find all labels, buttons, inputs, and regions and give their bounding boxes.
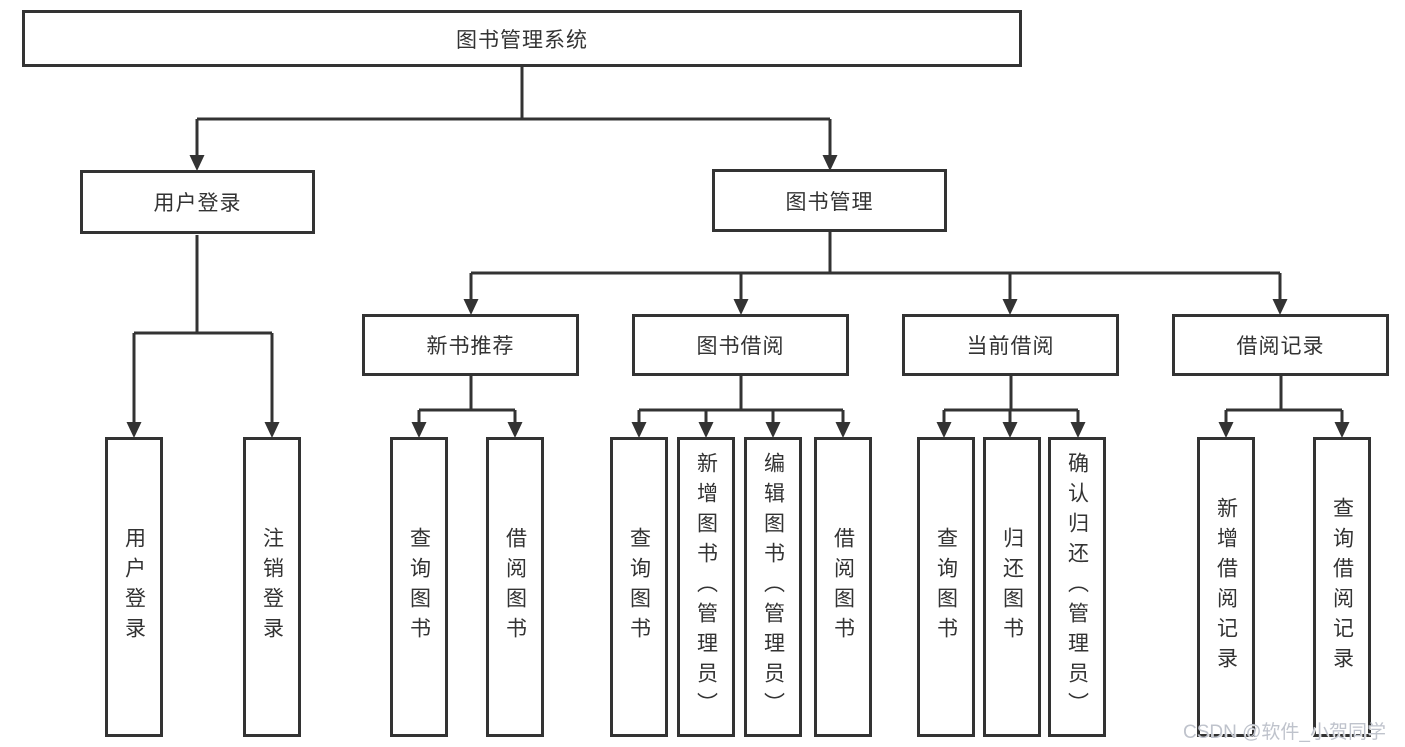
leaf-add-borrow-record-label: 新增借阅记录 bbox=[1214, 497, 1238, 677]
node-new-book-recommend-label: 新书推荐 bbox=[426, 335, 515, 358]
leaf-borrow-books: 借阅图书 bbox=[814, 437, 872, 737]
leaf-confirm-return-admin-label: 确认归还（管理员） bbox=[1065, 452, 1089, 722]
node-current-borrow-label: 当前借阅 bbox=[966, 335, 1055, 358]
node-root-label: 图书管理系统 bbox=[456, 28, 588, 52]
leaf-query-books-borrow-label: 查询图书 bbox=[627, 527, 651, 647]
leaf-query-books-current-label: 查询图书 bbox=[934, 527, 958, 647]
leaf-edit-book-admin: 编辑图书（管理员） bbox=[744, 437, 802, 737]
leaf-return-book-label: 归还图书 bbox=[1000, 527, 1024, 647]
node-borrow-records-label: 借阅记录 bbox=[1236, 335, 1325, 358]
leaf-query-borrow-record: 查询借阅记录 bbox=[1313, 437, 1371, 737]
leaf-edit-book-admin-label: 编辑图书（管理员） bbox=[761, 452, 785, 722]
leaf-query-books-borrow: 查询图书 bbox=[610, 437, 668, 737]
leaf-query-borrow-record-label: 查询借阅记录 bbox=[1330, 497, 1354, 677]
node-root: 图书管理系统 bbox=[22, 10, 1022, 67]
node-book-management: 图书管理 bbox=[712, 169, 947, 232]
leaf-query-books-recommend: 查询图书 bbox=[390, 437, 448, 737]
leaf-user-login: 用户登录 bbox=[105, 437, 163, 737]
leaf-user-login-label: 用户登录 bbox=[122, 527, 146, 647]
leaf-borrow-books-label: 借阅图书 bbox=[831, 527, 855, 647]
leaf-logout: 注销登录 bbox=[243, 437, 301, 737]
node-new-book-recommend: 新书推荐 bbox=[362, 314, 579, 376]
node-borrow-records: 借阅记录 bbox=[1172, 314, 1389, 376]
connector-path bbox=[132, 67, 1344, 425]
csdn-watermark: CSDN @软件_小贺同学 bbox=[1183, 722, 1386, 743]
leaf-query-books-recommend-label: 查询图书 bbox=[407, 527, 431, 647]
leaf-borrow-books-recommend-label: 借阅图书 bbox=[503, 527, 527, 647]
leaf-logout-label: 注销登录 bbox=[260, 527, 284, 647]
leaf-add-borrow-record: 新增借阅记录 bbox=[1197, 437, 1255, 737]
leaf-add-book-admin: 新增图书（管理员） bbox=[677, 437, 735, 737]
node-book-borrow: 图书借阅 bbox=[632, 314, 849, 376]
leaf-add-book-admin-label: 新增图书（管理员） bbox=[694, 452, 718, 722]
node-current-borrow: 当前借阅 bbox=[902, 314, 1119, 376]
leaf-confirm-return-admin: 确认归还（管理员） bbox=[1048, 437, 1106, 737]
node-user-login: 用户登录 bbox=[80, 170, 315, 234]
leaf-query-books-current: 查询图书 bbox=[917, 437, 975, 737]
node-user-login-label: 用户登录 bbox=[153, 192, 242, 215]
leaf-return-book: 归还图书 bbox=[983, 437, 1041, 737]
node-book-management-label: 图书管理 bbox=[785, 190, 874, 214]
leaf-borrow-books-recommend: 借阅图书 bbox=[486, 437, 544, 737]
node-book-borrow-label: 图书借阅 bbox=[696, 335, 785, 358]
